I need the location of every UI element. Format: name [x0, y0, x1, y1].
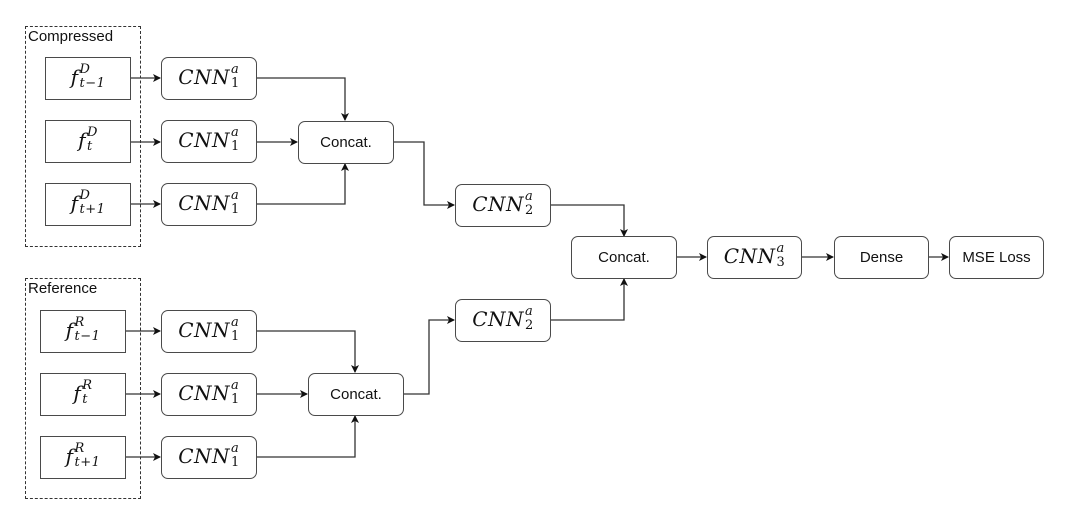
node-concat-compressed: Concat. — [298, 121, 394, 164]
math-sup: a — [525, 304, 534, 319]
edge-cnn1c-to-concat-top — [257, 163, 349, 205]
math-sub: 1 — [231, 76, 240, 91]
math-base: CNN — [178, 128, 231, 152]
math-base: CNN — [178, 318, 231, 342]
math-base: f — [70, 65, 79, 89]
math-sub: t — [86, 139, 93, 154]
math-sup: D — [86, 125, 98, 140]
math-sub: 2 — [525, 318, 534, 333]
mse-loss-label: MSE Loss — [962, 249, 1031, 266]
math-sub: 1 — [231, 392, 240, 407]
edge-cnn2-bottom-to-main-concat — [550, 278, 628, 321]
math-sup: a — [231, 441, 240, 456]
concat-label: Concat. — [598, 249, 650, 266]
concat-label: Concat. — [320, 134, 372, 151]
math-sub: 1 — [231, 455, 240, 470]
math-base: CNN — [723, 244, 776, 268]
edge-cnn1d-to-concat-bottom — [257, 330, 359, 373]
node-concat-main: Concat. — [571, 236, 677, 279]
edge-cnn1a-to-concat-top — [257, 77, 349, 121]
math-sup: a — [525, 189, 534, 204]
group-reference: Reference — [25, 278, 141, 499]
edge-concat-bottom-to-cnn2-bottom — [403, 316, 455, 395]
math-sub: 1 — [231, 139, 240, 154]
math-sup: R — [74, 441, 85, 456]
math-sup: a — [776, 241, 785, 256]
math-sub: t — [82, 392, 89, 407]
dense-label: Dense — [859, 249, 904, 266]
math-sup: a — [231, 188, 240, 203]
math-sub: 1 — [231, 202, 240, 217]
math-base: CNN — [178, 444, 231, 468]
math-sup: a — [231, 378, 240, 393]
math-base: f — [78, 128, 86, 152]
math-base: f — [65, 318, 74, 342]
math-base: f — [73, 381, 82, 405]
group-compressed-label: Compressed — [28, 28, 114, 45]
math-base: f — [70, 191, 79, 215]
edge-concat-top-to-cnn2-top — [393, 141, 455, 209]
group-compressed: Compressed — [25, 26, 141, 247]
edge-cnn2-top-to-main-concat — [550, 204, 628, 237]
math-sub: 3 — [776, 255, 786, 270]
math-sup: D — [79, 62, 91, 77]
math-sub: 2 — [525, 203, 534, 218]
math-sub: t+1 — [79, 202, 106, 217]
math-sup: D — [79, 188, 91, 203]
math-sup: a — [231, 62, 240, 77]
math-base: f — [65, 444, 74, 468]
math-sub: t+1 — [74, 455, 101, 470]
math-sup: a — [231, 125, 240, 140]
node-concat-reference: Concat. — [308, 373, 404, 416]
math-sup: a — [231, 315, 240, 330]
math-sub: 1 — [231, 329, 240, 344]
math-base: CNN — [178, 191, 231, 215]
math-base: CNN — [178, 65, 231, 89]
math-sub: t−1 — [79, 76, 106, 91]
node-mse-loss: MSE Loss — [949, 236, 1044, 279]
math-sub: t−1 — [74, 329, 101, 344]
math-base: CNN — [472, 307, 525, 331]
math-sup: R — [82, 378, 93, 393]
group-reference-label: Reference — [28, 280, 98, 297]
math-sup: R — [74, 315, 85, 330]
math-base: CNN — [472, 192, 525, 216]
edge-cnn1f-to-concat-bottom — [257, 415, 359, 458]
concat-label: Concat. — [330, 386, 382, 403]
node-dense: Dense — [834, 236, 929, 279]
math-base: CNN — [178, 381, 231, 405]
